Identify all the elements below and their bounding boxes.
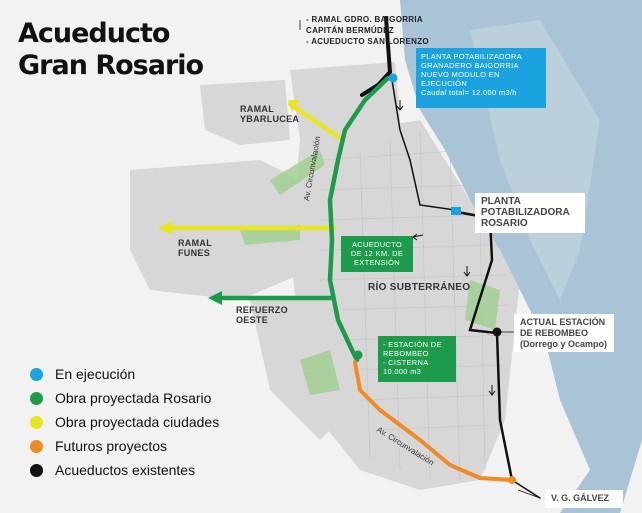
rio-subterraneo-label: RÍO SUBTERRÁNEO xyxy=(368,282,471,293)
plant-new-marker xyxy=(388,73,398,83)
plant-rosario-line1: PLANTA xyxy=(481,196,521,207)
estacion-line4: 10.000 m3 xyxy=(383,367,422,376)
estacion-box: - ESTACIÓN DE REBOMBEO - CISTERNA 10.000… xyxy=(378,336,456,382)
legend-item-obra-rosario: Obra proyectada Rosario xyxy=(30,386,219,410)
actual-estacion-label: ACTUAL ESTACIÓN DE REBOMBEO (Dorrego y O… xyxy=(514,314,614,352)
north-branches-list: - RAMAL GDRO. BAIGORRIA CAPITÁN BERMÚDEZ… xyxy=(306,14,429,47)
legend-label-futuros: Futuros proyectos xyxy=(55,438,168,454)
city-projected-aqueducts xyxy=(158,100,343,235)
plant-new-line3: NUEVO MODULO EN xyxy=(421,70,500,79)
legend-dot-obra-rosario xyxy=(30,391,43,405)
north-branch-1: - RAMAL GDRO. BAIGORRIA xyxy=(306,15,423,24)
refuerzo-oeste-line2: OESTE xyxy=(236,315,269,325)
urban-zone-northwest xyxy=(200,80,290,145)
refuerzo-oeste-label: REFUERZO OESTE xyxy=(236,305,288,325)
title-line2: Gran Rosario xyxy=(18,50,204,81)
legend-dot-obra-ciudades xyxy=(30,415,43,429)
actual-estacion-line2: DE REBOMBEO xyxy=(520,328,589,338)
plant-new-box: PLANTA POTABILIZADORA GRANADERO BAIGORRI… xyxy=(416,48,546,108)
legend-item-existentes: Acueductos existentes xyxy=(30,458,219,482)
estacion-line1: - ESTACIÓN DE xyxy=(383,340,442,349)
legend-item-en-ejecucion: En ejecución xyxy=(30,362,219,386)
north-branch-2: CAPITÁN BERMÚDEZ xyxy=(306,26,394,35)
ramal-funes-line2: FUNES xyxy=(178,248,211,258)
acueducto-box: ACUEDUCTO DE 12 KM. DE EXTENSIÓN xyxy=(341,236,413,272)
legend-dot-existentes xyxy=(30,463,43,477)
plant-rosario-label: PLANTA POTABILIZADORA ROSARIO xyxy=(475,193,585,233)
ramal-funes-line1: RAMAL xyxy=(178,238,212,248)
legend-label-obra-ciudades: Obra proyectada ciudades xyxy=(55,414,220,430)
legend-item-obra-ciudades: Obra proyectada ciudades xyxy=(30,410,219,434)
legend-label-obra-rosario: Obra proyectada Rosario xyxy=(55,390,212,406)
actual-estacion-line1: ACTUAL ESTACIÓN xyxy=(520,317,606,327)
estacion-line2: REBOMBEO xyxy=(383,349,429,358)
north-branch-3: - ACUEDUCTO SAN LORENZO xyxy=(306,37,429,46)
actual-estacion-line3: (Dorrego y Ocampo) xyxy=(520,339,608,349)
flow-arrows xyxy=(396,100,496,396)
ramal-funes-label: RAMAL FUNES xyxy=(178,238,212,258)
legend-label-en-ejecucion: En ejecución xyxy=(55,366,136,382)
plant-new-line1: PLANTA POTABILIZADORA xyxy=(421,52,523,61)
legend-item-futuros: Futuros proyectos xyxy=(30,434,219,458)
actual-estacion-marker xyxy=(492,327,502,337)
map-title: Acueducto Gran Rosario xyxy=(18,18,204,82)
rebombeo-green-marker xyxy=(353,350,363,360)
legend-dot-en-ejecucion xyxy=(30,367,43,381)
ramal-ybarlucea-line1: RAMAL xyxy=(240,104,274,114)
ramal-ybarlucea-line2: YBARLUCEA xyxy=(240,114,300,124)
map-legend: En ejecución Obra proyectada Rosario Obr… xyxy=(30,362,219,482)
plant-new-flow: Caudal total= 12.000 m3/h xyxy=(421,88,517,97)
legend-label-existentes: Acueductos existentes xyxy=(55,462,196,478)
plant-rosario-line2: POTABILIZADORA xyxy=(481,207,570,218)
acueducto-line2: DE 12 KM. DE xyxy=(350,249,404,258)
title-line1: Acueducto xyxy=(18,18,170,49)
acueducto-line3: EXTENSIÓN xyxy=(353,258,401,267)
plant-new-line4: EJECUCIÓN xyxy=(421,79,468,88)
acueducto-line1: ACUEDUCTO xyxy=(351,240,403,249)
plant-new-line2: GRANADERO BAIGORRIA xyxy=(421,61,519,70)
vg-galvez-marker xyxy=(508,476,516,484)
rosario-projected-aqueducts xyxy=(208,75,391,363)
refuerzo-oeste-line1: REFUERZO xyxy=(236,305,288,315)
plant-rosario-marker xyxy=(451,207,461,215)
leader-lines xyxy=(299,20,541,499)
ramal-ybarlucea-label: RAMAL YBARLUCEA xyxy=(240,104,299,124)
vg-galvez-label: V. G. GÁLVEZ xyxy=(545,490,623,508)
legend-dot-futuros xyxy=(30,439,43,453)
estacion-line3: - CISTERNA xyxy=(383,358,429,367)
future-aqueduct xyxy=(353,360,514,482)
plant-rosario-line3: ROSARIO xyxy=(481,218,528,229)
